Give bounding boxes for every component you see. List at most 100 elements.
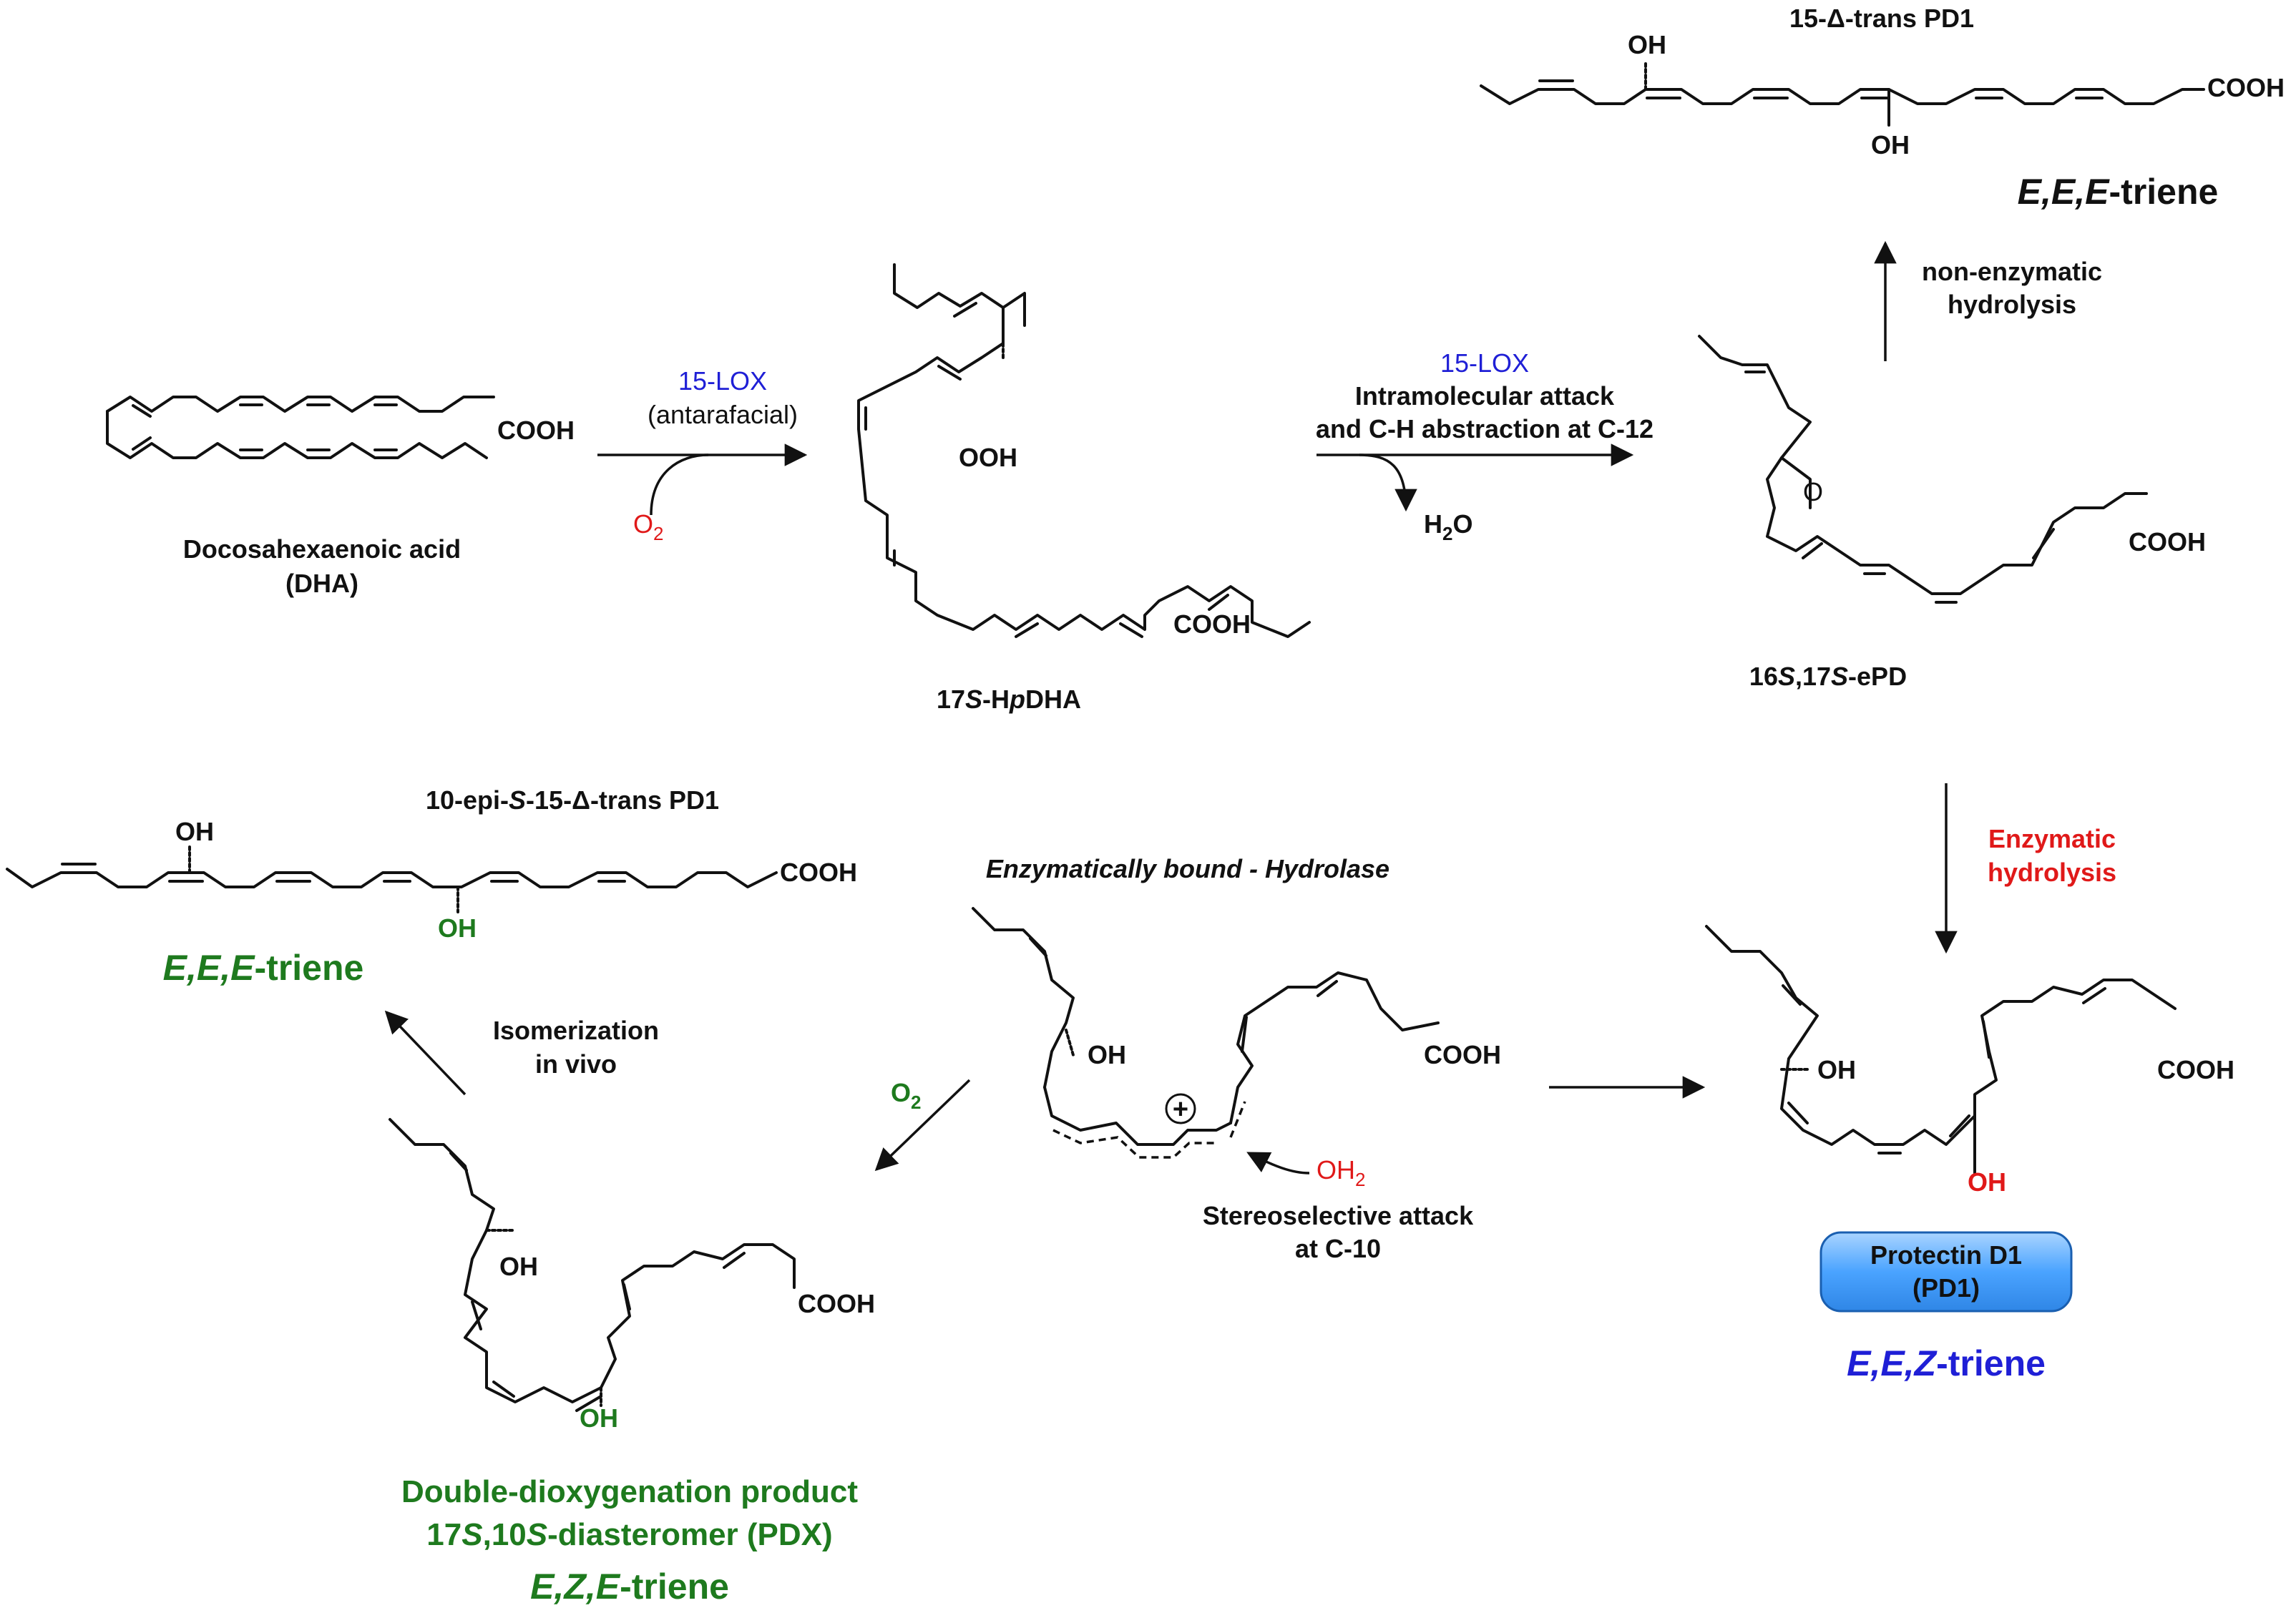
- r5-line2: in vivo: [535, 1049, 617, 1079]
- epd-epoxide-o: O: [1803, 477, 1823, 506]
- epd-name-part-e: -ePD: [1848, 662, 1907, 691]
- pdx-oh-top: OH: [499, 1252, 538, 1281]
- epi-pd1-name: 10-epi-S-15-Δ-trans PD1: [426, 785, 719, 815]
- epd-acid: COOH: [2129, 527, 2206, 557]
- pdx-acid: COOH: [798, 1289, 875, 1318]
- attack-line1: Stereoselective attack: [1203, 1201, 1474, 1230]
- pdx-oh-bottom: OH: [580, 1403, 618, 1433]
- r1-enzyme: 15-LOX: [678, 366, 767, 396]
- reaction-2: 15-LOX Intramolecular attack and C-H abs…: [1316, 348, 1653, 544]
- r4-line2: hydrolysis: [1988, 858, 2116, 887]
- r6-arrow: [874, 1079, 971, 1172]
- trans-pd1-structure: 15-Δ-trans PD1 OH OH COOH E,E,E-triene: [1480, 4, 2285, 212]
- epd-name-part-c: ,17: [1795, 662, 1831, 691]
- r3-line1: non-enzymatic: [1922, 257, 2102, 286]
- pd1-pill-line1: Protectin D1: [1870, 1240, 2022, 1270]
- epi-pd1-name-part-c: -15-Δ-trans PD1: [526, 785, 719, 815]
- pd1-oh-top: OH: [1817, 1055, 1856, 1084]
- reaction-4: Enzymatic hydrolysis: [1935, 783, 2116, 954]
- pd1-oh-bottom: OH: [1968, 1167, 2006, 1197]
- intermediate-oh: OH: [1088, 1040, 1126, 1069]
- r6-o2-subscript: 2: [911, 1092, 921, 1113]
- pd1-pill-shape: [1819, 1231, 2073, 1313]
- hpdha-acid: COOH: [1173, 609, 1251, 639]
- trans-pd1-oh-top: OH: [1628, 30, 1666, 59]
- epi-pd1-triene: E,E,E-triene: [163, 948, 364, 988]
- r1-o2-curve: [650, 453, 709, 516]
- attack-line2: at C-10: [1295, 1234, 1381, 1263]
- pdx-triene-suffix: -triene: [620, 1566, 729, 1607]
- reaction-6: O2: [874, 1078, 971, 1172]
- epi-pd1-name-part-b: S: [509, 785, 526, 815]
- pd1-triene-config: E,E,Z: [1847, 1343, 1938, 1383]
- pd1-acid: COOH: [2157, 1055, 2234, 1084]
- dha-name: Docosahexaenoic acid: [183, 534, 461, 564]
- r2-h2o: H2O: [1424, 509, 1472, 544]
- epi-pd1-structure: 10-epi-S-15-Δ-trans PD1 OH OH COOH E,E,E…: [6, 785, 857, 988]
- carbocation-charge: +: [1173, 1094, 1188, 1124]
- r3-line2: hydrolysis: [1948, 290, 2076, 319]
- trans-pd1-triene-suffix: -triene: [2109, 172, 2219, 212]
- hpdha-name: 17S-HpDHA: [937, 685, 1081, 714]
- intermediate-structure: Enzymatically bound - Hydrolase + OH COO…: [972, 854, 1501, 1263]
- hpdha-name-part-c: -H: [982, 685, 1010, 714]
- reaction-3: non-enzymatic hydrolysis: [1874, 240, 2102, 361]
- r4-line1: Enzymatic: [1988, 824, 2116, 853]
- water-subscript: 2: [1355, 1169, 1365, 1190]
- water-attack-arrow: [1246, 1152, 1310, 1175]
- r6-o2-symbol: O: [891, 1078, 911, 1107]
- r2-detail-2: and C-H abstraction at C-12: [1316, 414, 1653, 443]
- pdx-line2-part-d: S: [527, 1517, 547, 1552]
- r1-detail: (antarafacial): [648, 400, 798, 429]
- trans-pd1-triene: E,E,E-triene: [2018, 172, 2219, 212]
- pd1-pill: Protectin D1 (PD1): [1819, 1231, 2073, 1313]
- reaction-5: Isomerization in vivo: [384, 1010, 659, 1096]
- trans-pd1-oh-bottom: OH: [1871, 130, 1910, 160]
- r5-arrow: [384, 1010, 466, 1096]
- dha-structure: COOH Docosahexaenoic acid (DHA): [106, 396, 575, 598]
- trans-pd1-name: 15-Δ-trans PD1: [1789, 4, 1974, 33]
- epi-pd1-oh-top: OH: [175, 817, 214, 846]
- r2-detail-1: Intramolecular attack: [1355, 381, 1615, 411]
- epd-structure: O COOH 16S,17S-ePD: [1698, 335, 2206, 691]
- hpdha-name-part-b: S: [965, 685, 982, 714]
- r1-o2-subscript: 2: [653, 523, 663, 544]
- r5-line1: Isomerization: [493, 1016, 659, 1045]
- epi-pd1-triene-config: E,E,E: [163, 948, 255, 988]
- hpdha-name-part-e: DHA: [1025, 685, 1081, 714]
- intermediate-acid: COOH: [1424, 1040, 1501, 1069]
- trans-pd1-triene-config: E,E,E: [2018, 172, 2110, 212]
- pdx-line2-part-e: -diasteromer (PDX): [547, 1517, 833, 1552]
- pdx-line2: 17S,10S-diasteromer (PDX): [426, 1517, 832, 1552]
- intermediate-title: Enzymatically bound - Hydrolase: [986, 854, 1389, 883]
- pdx-line2-part-b: S: [461, 1517, 482, 1552]
- trans-pd1-acid: COOH: [2207, 73, 2285, 102]
- r2-enzyme: 15-LOX: [1440, 348, 1529, 378]
- pdx-line2-part-c: ,10: [483, 1517, 527, 1552]
- epi-pd1-oh-bottom: OH: [438, 913, 477, 943]
- dha-abbr: (DHA): [285, 569, 358, 598]
- hpdha-ooh: OOH: [959, 443, 1017, 472]
- hpdha-name-part-d: p: [1009, 685, 1025, 714]
- reaction-1: 15-LOX (antarafacial) O2: [597, 366, 808, 544]
- pd1-structure: OH OH COOH Protectin D1 (PD1) E,E,Z-trie…: [1705, 925, 2234, 1383]
- r6-o2: O2: [891, 1078, 921, 1113]
- r2-h2o-o: O: [1452, 509, 1472, 539]
- pdx-triene-config: E,Z,E: [530, 1566, 621, 1607]
- r2-h2o-h: H: [1424, 509, 1442, 539]
- epd-name: 16S,17S-ePD: [1749, 662, 1907, 691]
- pdx-triene: E,Z,E-triene: [530, 1566, 729, 1607]
- pd1-triene-suffix: -triene: [1936, 1343, 2046, 1383]
- r1-o2-symbol: O: [633, 509, 653, 539]
- epi-pd1-name-part-a: 10-epi-: [426, 785, 509, 815]
- r1-o2: O2: [633, 509, 663, 544]
- pd1-pill-line2: (PD1): [1912, 1273, 1980, 1303]
- epi-pd1-triene-suffix: -triene: [255, 948, 364, 988]
- r2-h2o-curve: [1359, 453, 1417, 512]
- water-oh: OH: [1316, 1155, 1355, 1185]
- dha-acid-label: COOH: [497, 416, 575, 445]
- epd-name-part-d: S: [1831, 662, 1848, 691]
- hpdha-structure: OOH COOH 17S-HpDHA: [857, 263, 1311, 714]
